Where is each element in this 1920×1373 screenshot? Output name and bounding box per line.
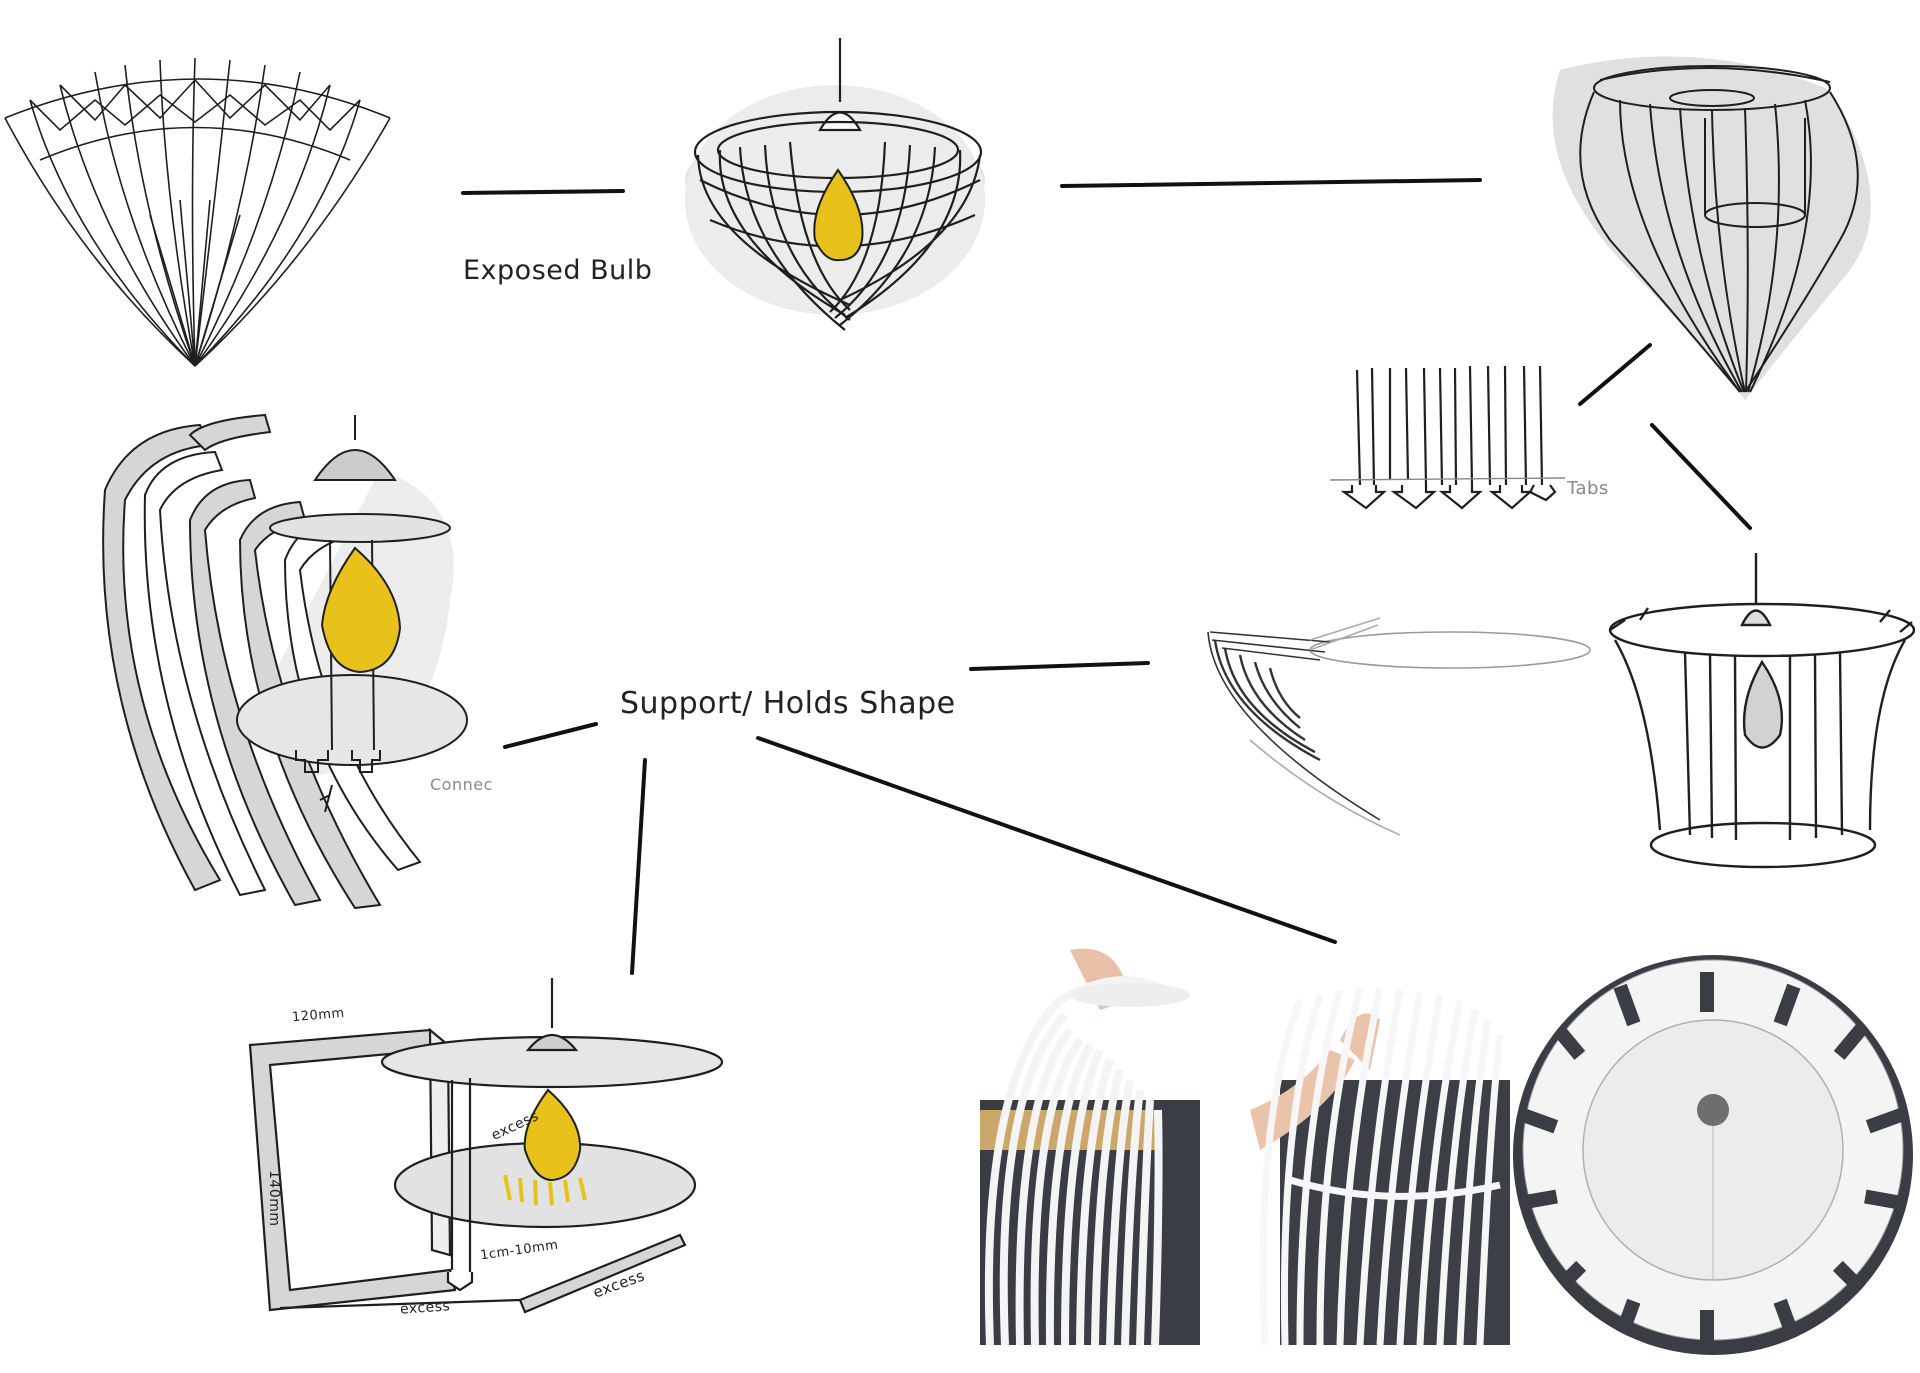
connector-bulb-to-onion <box>1060 178 1482 188</box>
connector-onion-to-drum <box>1650 423 1752 530</box>
photo-lamp-prototype-side <box>975 945 1205 1345</box>
connector-onion-to-tabs <box>1578 343 1652 406</box>
photo-lamp-prototype-top <box>1513 955 1913 1355</box>
connector-fan-to-bulb <box>461 189 625 195</box>
connector-support-to-photos <box>756 736 1337 944</box>
label-tabs: Tabs <box>1567 478 1609 499</box>
label-connec: Connec <box>430 775 493 794</box>
photo-lamp-prototype-hands <box>1250 975 1510 1345</box>
connector-support-to-template <box>630 758 647 975</box>
label-support-holds-shape: Support/ Holds Shape <box>620 686 956 721</box>
connector-support-to-strips <box>503 722 598 749</box>
label-exposed-bulb: Exposed Bulb <box>463 255 653 286</box>
connector-support-to-side <box>969 661 1150 671</box>
